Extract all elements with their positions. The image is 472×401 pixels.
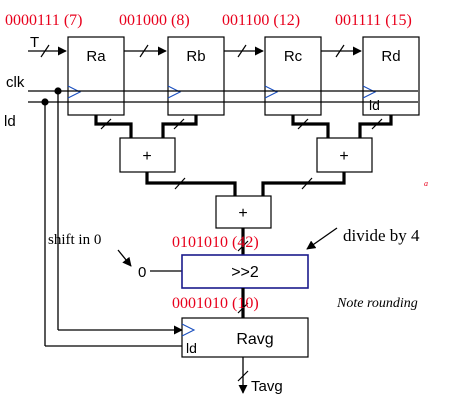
adder-1 [119, 137, 176, 173]
ra-to-adder1-bus [94, 115, 133, 138]
clk-junction-dot [54, 87, 62, 95]
shift-in-0-label: shift in 0 [48, 232, 101, 248]
rb-value-label: 001000 (8) [119, 12, 190, 29]
rb-clock-marker [167, 85, 182, 99]
divide-arrow [306, 227, 338, 250]
register-rc: Rc [264, 36, 322, 116]
rc-rd-bus-tick [335, 44, 345, 58]
adder-3-label: + [238, 205, 247, 222]
tavg-output-label: Tavg [251, 378, 283, 395]
divide-by-4-label: divide by 4 [343, 226, 420, 245]
rc-to-adder2-bus [291, 115, 330, 138]
t-bus-tick [40, 44, 50, 58]
adder2-to-adder3-bus [261, 172, 346, 196]
t-input-label: T [30, 34, 39, 51]
shift-in-arrow [117, 249, 132, 267]
adder2-bus-tick [301, 177, 313, 190]
rd-ld-label: ld [369, 97, 380, 113]
rd-bus-tick [371, 118, 383, 130]
zero-input-label: 0 [138, 264, 146, 281]
register-rb: Rb [167, 36, 225, 116]
adder-1-label: + [142, 148, 151, 165]
rc-value-label: 001100 (12) [222, 12, 300, 29]
rc-bus-tick [297, 118, 309, 130]
register-ravg [181, 317, 309, 358]
rc-clock-marker [264, 85, 279, 99]
ravg-clock-marker [181, 323, 196, 337]
ra-clock-marker [67, 85, 82, 99]
ra-value-label: 0000111 (7) [5, 12, 82, 29]
avg-bus-tick [237, 302, 249, 314]
note-rounding-label: Note rounding [336, 296, 418, 311]
ra-bus-tick [100, 118, 112, 130]
ra-rb-bus-tick [139, 44, 149, 58]
register-ra: Ra [67, 36, 125, 116]
register-ra-label: Ra [86, 48, 106, 65]
rd-clock-marker [362, 85, 377, 99]
adder-3 [215, 195, 272, 229]
sum-bus-tick [237, 240, 249, 252]
adder-2-label: + [339, 148, 348, 165]
adder-2 [316, 137, 373, 173]
sum-value-label: 0101010 (42) [172, 234, 259, 251]
ld-label: ld [4, 113, 16, 130]
register-rb-label: Rb [186, 48, 205, 65]
ravg-ld-label: ld [186, 340, 197, 356]
register-ravg-label: Ravg [236, 331, 273, 348]
ld-junction-dot [41, 98, 49, 106]
tavg-bus-tick [237, 370, 249, 382]
rd-to-adder2-bus [358, 115, 393, 138]
shift-right-2-block [181, 254, 309, 289]
register-rd: Rd ld [362, 36, 420, 116]
register-rd-label: Rd [381, 48, 400, 65]
rb-to-adder1-bus [161, 115, 198, 138]
rb-bus-tick [173, 118, 185, 130]
adder1-to-adder3-bus [145, 172, 237, 196]
stray-red-mark: a [424, 179, 428, 188]
register-rc-label: Rc [284, 48, 303, 65]
avg-value-label: 0001010 (10) [172, 295, 259, 312]
adder1-bus-tick [174, 177, 186, 190]
rb-rc-bus-tick [237, 44, 247, 58]
rd-value-label: 001111 (15) [335, 12, 412, 29]
shift-right-2-label: >>2 [231, 264, 259, 281]
clk-label: clk [6, 74, 25, 91]
